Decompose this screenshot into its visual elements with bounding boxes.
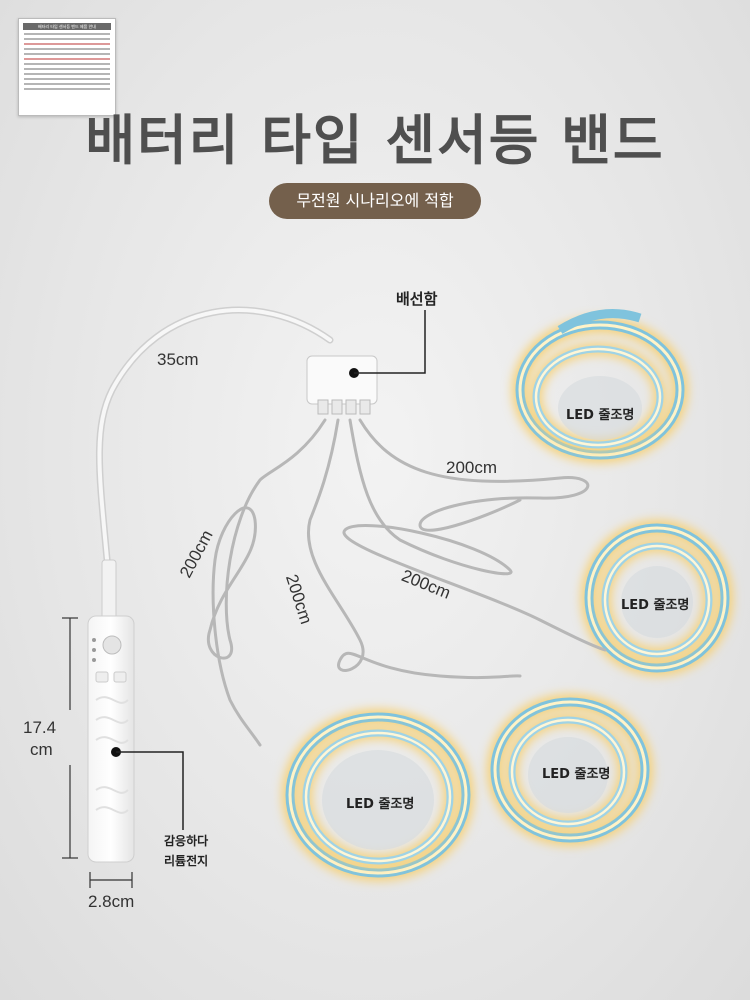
led-strip-coil-4 xyxy=(282,709,474,881)
led-strip-label-3: LED 줄조명 xyxy=(542,767,611,782)
thumbnail-header: 배터리 타입 센서등 밴드 제품 안내 xyxy=(23,23,111,30)
led-strip-coil-2 xyxy=(581,520,733,676)
junction-box-label: 배선함 xyxy=(396,290,438,308)
led-strip-label-2: LED 줄조명 xyxy=(621,598,690,613)
sensor-label-line2: 리튬전지 xyxy=(164,854,209,868)
badge-pill: 무전원 시나리오에 적합 xyxy=(269,183,481,219)
cable-35-label: 35cm xyxy=(157,350,199,369)
page-title: 배터리 타입 센서등 밴드 xyxy=(85,109,665,172)
junction-box xyxy=(306,355,378,415)
wiring xyxy=(96,306,607,747)
height-unit-label: cm xyxy=(30,740,53,759)
cable-200-right-label: 200cm xyxy=(446,458,498,477)
width-dimension xyxy=(89,872,133,888)
led-strip-label-4: LED 줄조명 xyxy=(346,797,415,812)
sensor-pointer xyxy=(116,751,184,830)
width-label: 2.8cm xyxy=(88,892,135,911)
sensor-label-line1: 감응하다 xyxy=(164,834,209,848)
led-strip-coil-3 xyxy=(487,694,653,846)
led-strip-label-1: LED 줄조명 xyxy=(566,408,635,423)
junction-box-pointer xyxy=(354,310,426,374)
height-dimension xyxy=(62,617,78,859)
height-value-label: 17.4 xyxy=(23,718,57,737)
led-strip-coil-1 xyxy=(512,309,688,463)
thumbnail-document: 배터리 타입 센서등 밴드 제품 안내 xyxy=(18,18,116,116)
sensor-battery-unit xyxy=(87,559,135,863)
